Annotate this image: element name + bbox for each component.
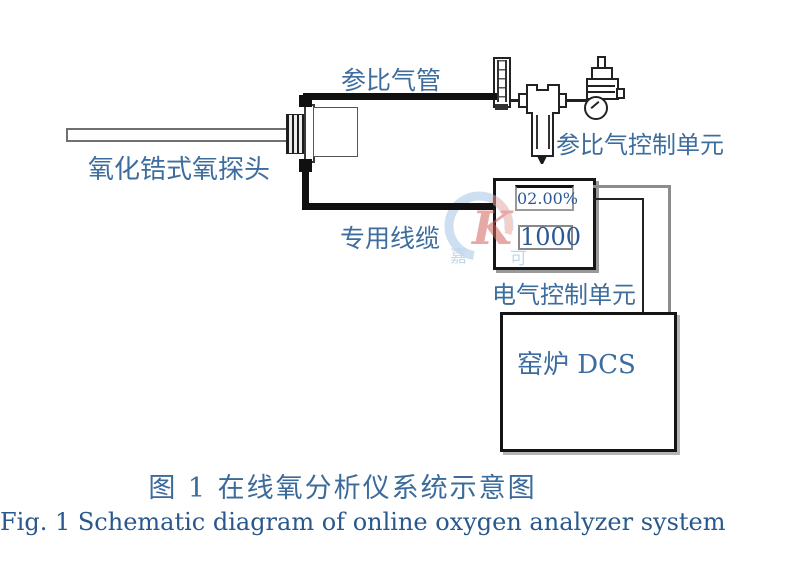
signal-wire-gray-v bbox=[668, 185, 671, 313]
reference-gas-control-unit-label: 参比气控制单元 bbox=[556, 131, 724, 159]
cable-line-horizontal bbox=[302, 203, 493, 210]
regulator-body-line2 bbox=[588, 91, 615, 93]
flow-meter-foot bbox=[495, 104, 508, 110]
filter-bowl-inner bbox=[536, 115, 550, 149]
secondary-readout-value: 1000 bbox=[520, 223, 582, 251]
signal-wire-gray-h bbox=[593, 185, 671, 188]
secondary-readout: 1000 bbox=[518, 225, 581, 250]
regulator-side-tab bbox=[616, 88, 625, 99]
signal-wire-black-h bbox=[593, 198, 644, 200]
probe-label: 氧化锆式氧探头 bbox=[88, 155, 271, 185]
kiln-dcs-label: 窑炉 DCS bbox=[517, 350, 636, 380]
probe-head-box bbox=[313, 107, 358, 157]
kiln-dcs-box bbox=[500, 312, 677, 452]
oxygen-readout-value: 02.00% bbox=[517, 189, 579, 208]
filter-notch bbox=[536, 84, 549, 91]
signal-wire-black-v bbox=[642, 198, 644, 313]
electric-control-unit-label: 电气控制单元 bbox=[492, 281, 636, 309]
oxygen-readout: 02.00% bbox=[515, 185, 578, 211]
watermark-letter-k: K bbox=[470, 201, 514, 255]
reference-gas-pipe-label: 参比气管 bbox=[341, 66, 442, 95]
flow-meter-tube bbox=[497, 60, 507, 102]
dedicated-cable-label: 专用线缆 bbox=[340, 224, 441, 253]
reference-gas-pipe-line bbox=[303, 93, 497, 100]
watermark-char2: 可 bbox=[510, 249, 527, 269]
caption-chinese: 图 1 在线氧分析仪系统示意图 bbox=[148, 473, 537, 504]
filter-drain bbox=[537, 156, 547, 164]
regulator-body-line1 bbox=[588, 85, 615, 87]
watermark-logo: K 嘉 可 bbox=[444, 191, 527, 269]
pressure-gauge bbox=[584, 96, 608, 120]
probe-tube bbox=[66, 128, 289, 142]
watermark-char1: 嘉 bbox=[450, 247, 467, 267]
caption-english: Fig. 1 Schematic diagram of online oxyge… bbox=[0, 508, 726, 536]
cable-line-vertical bbox=[302, 165, 309, 210]
